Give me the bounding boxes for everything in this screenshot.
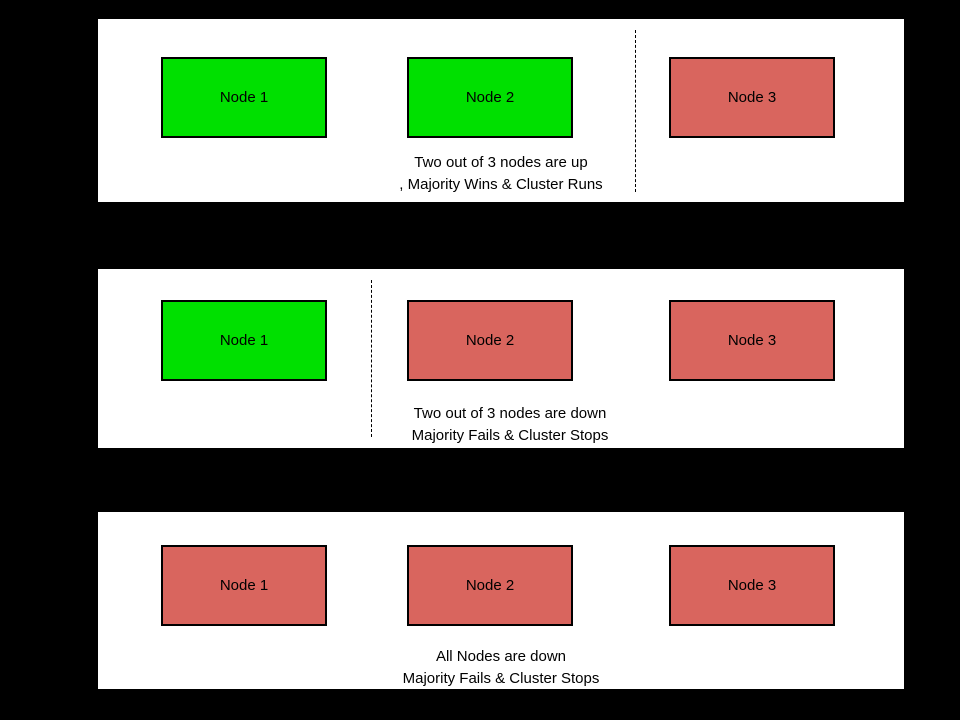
node-label: Node 3 bbox=[727, 89, 777, 106]
node-label: Node 3 bbox=[727, 577, 777, 594]
panel-caption: All Nodes are down Majority Fails & Clus… bbox=[98, 646, 904, 690]
node-box-3: Node 3 bbox=[669, 300, 835, 381]
node-box-1: Node 1 bbox=[161, 300, 327, 381]
node-label: Node 2 bbox=[465, 577, 515, 594]
caption-line-2: Majority Fails & Cluster Stops bbox=[402, 670, 600, 687]
caption-line-1: Two out of 3 nodes are down bbox=[413, 405, 607, 422]
partition-dashed-line bbox=[635, 30, 636, 192]
panel-two-nodes-up: Node 1 Node 2 Node 3 Two out of 3 nodes … bbox=[96, 17, 906, 204]
node-label: Node 2 bbox=[465, 89, 515, 106]
node-box-1: Node 1 bbox=[161, 545, 327, 626]
node-label: Node 3 bbox=[727, 332, 777, 349]
caption-line-2: Majority Fails & Cluster Stops bbox=[411, 427, 609, 444]
panel-caption: Two out of 3 nodes are up , Majority Win… bbox=[98, 152, 904, 196]
node-box-2: Node 2 bbox=[407, 300, 573, 381]
node-label: Node 1 bbox=[219, 332, 269, 349]
node-box-1: Node 1 bbox=[161, 57, 327, 138]
node-box-3: Node 3 bbox=[669, 57, 835, 138]
node-label: Node 1 bbox=[219, 89, 269, 106]
caption-line-2: , Majority Wins & Cluster Runs bbox=[399, 176, 603, 193]
node-box-3: Node 3 bbox=[669, 545, 835, 626]
node-box-2: Node 2 bbox=[407, 57, 573, 138]
node-label: Node 1 bbox=[219, 577, 269, 594]
caption-line-1: All Nodes are down bbox=[435, 648, 567, 665]
panel-two-nodes-down: Node 1 Node 2 Node 3 Two out of 3 nodes … bbox=[96, 267, 906, 450]
partition-dashed-line bbox=[371, 280, 372, 437]
caption-line-1: Two out of 3 nodes are up bbox=[414, 154, 588, 171]
panel-all-nodes-down: Node 1 Node 2 Node 3 All Nodes are down … bbox=[96, 510, 906, 691]
node-label: Node 2 bbox=[465, 332, 515, 349]
panel-caption: Two out of 3 nodes are down Majority Fai… bbox=[107, 403, 913, 447]
node-box-2: Node 2 bbox=[407, 545, 573, 626]
